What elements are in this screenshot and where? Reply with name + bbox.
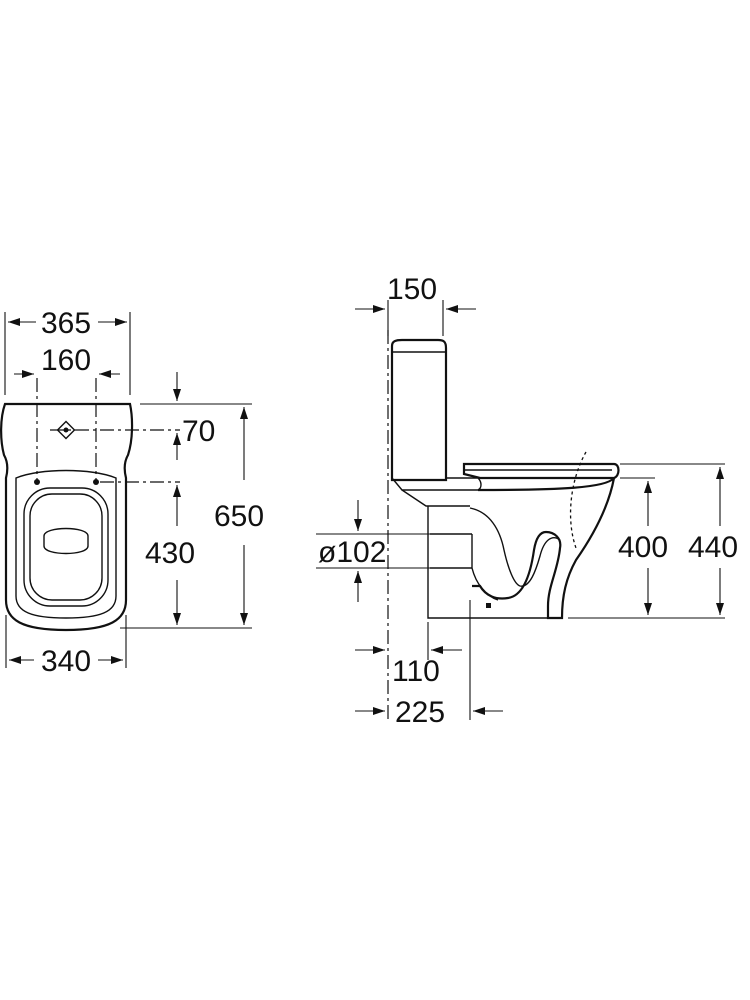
bowl-rim — [15, 469, 117, 619]
fixing-point-left — [34, 479, 40, 485]
top-view-outline — [0, 402, 134, 632]
fixing-point-right — [93, 479, 99, 485]
dim-base-width: 340 — [41, 645, 91, 678]
dim-outlet-height: 400 — [618, 531, 668, 564]
bowl-outlet — [43, 527, 89, 555]
bowl-inner — [23, 487, 109, 607]
dim-outlet-from-wall: 110 — [392, 655, 440, 688]
dim-seat-height: 440 — [688, 531, 738, 564]
dim-cistern-depth: 150 — [387, 273, 437, 306]
seat-lid — [462, 462, 620, 480]
side-view: 150 ø102 400 440 110 225 — [316, 273, 738, 729]
dim-fixing-to-back: 70 — [182, 415, 215, 448]
dim-fixing-to-front: 430 — [145, 537, 195, 570]
pan-base — [427, 506, 548, 619]
dim-fixing-centers: 160 — [41, 344, 91, 377]
dim-overall-width: 365 — [41, 307, 91, 340]
dim-pan-from-wall: 225 — [395, 696, 445, 729]
dim-outlet-diameter: ø102 — [318, 536, 386, 569]
bowl-inner-2 — [29, 493, 103, 601]
flush-button-icon — [56, 420, 76, 440]
bowl-body — [472, 477, 616, 620]
top-view: 365 160 340 70 430 650 — [0, 307, 264, 678]
dim-overall-length: 650 — [214, 500, 264, 533]
cistern — [390, 338, 448, 482]
